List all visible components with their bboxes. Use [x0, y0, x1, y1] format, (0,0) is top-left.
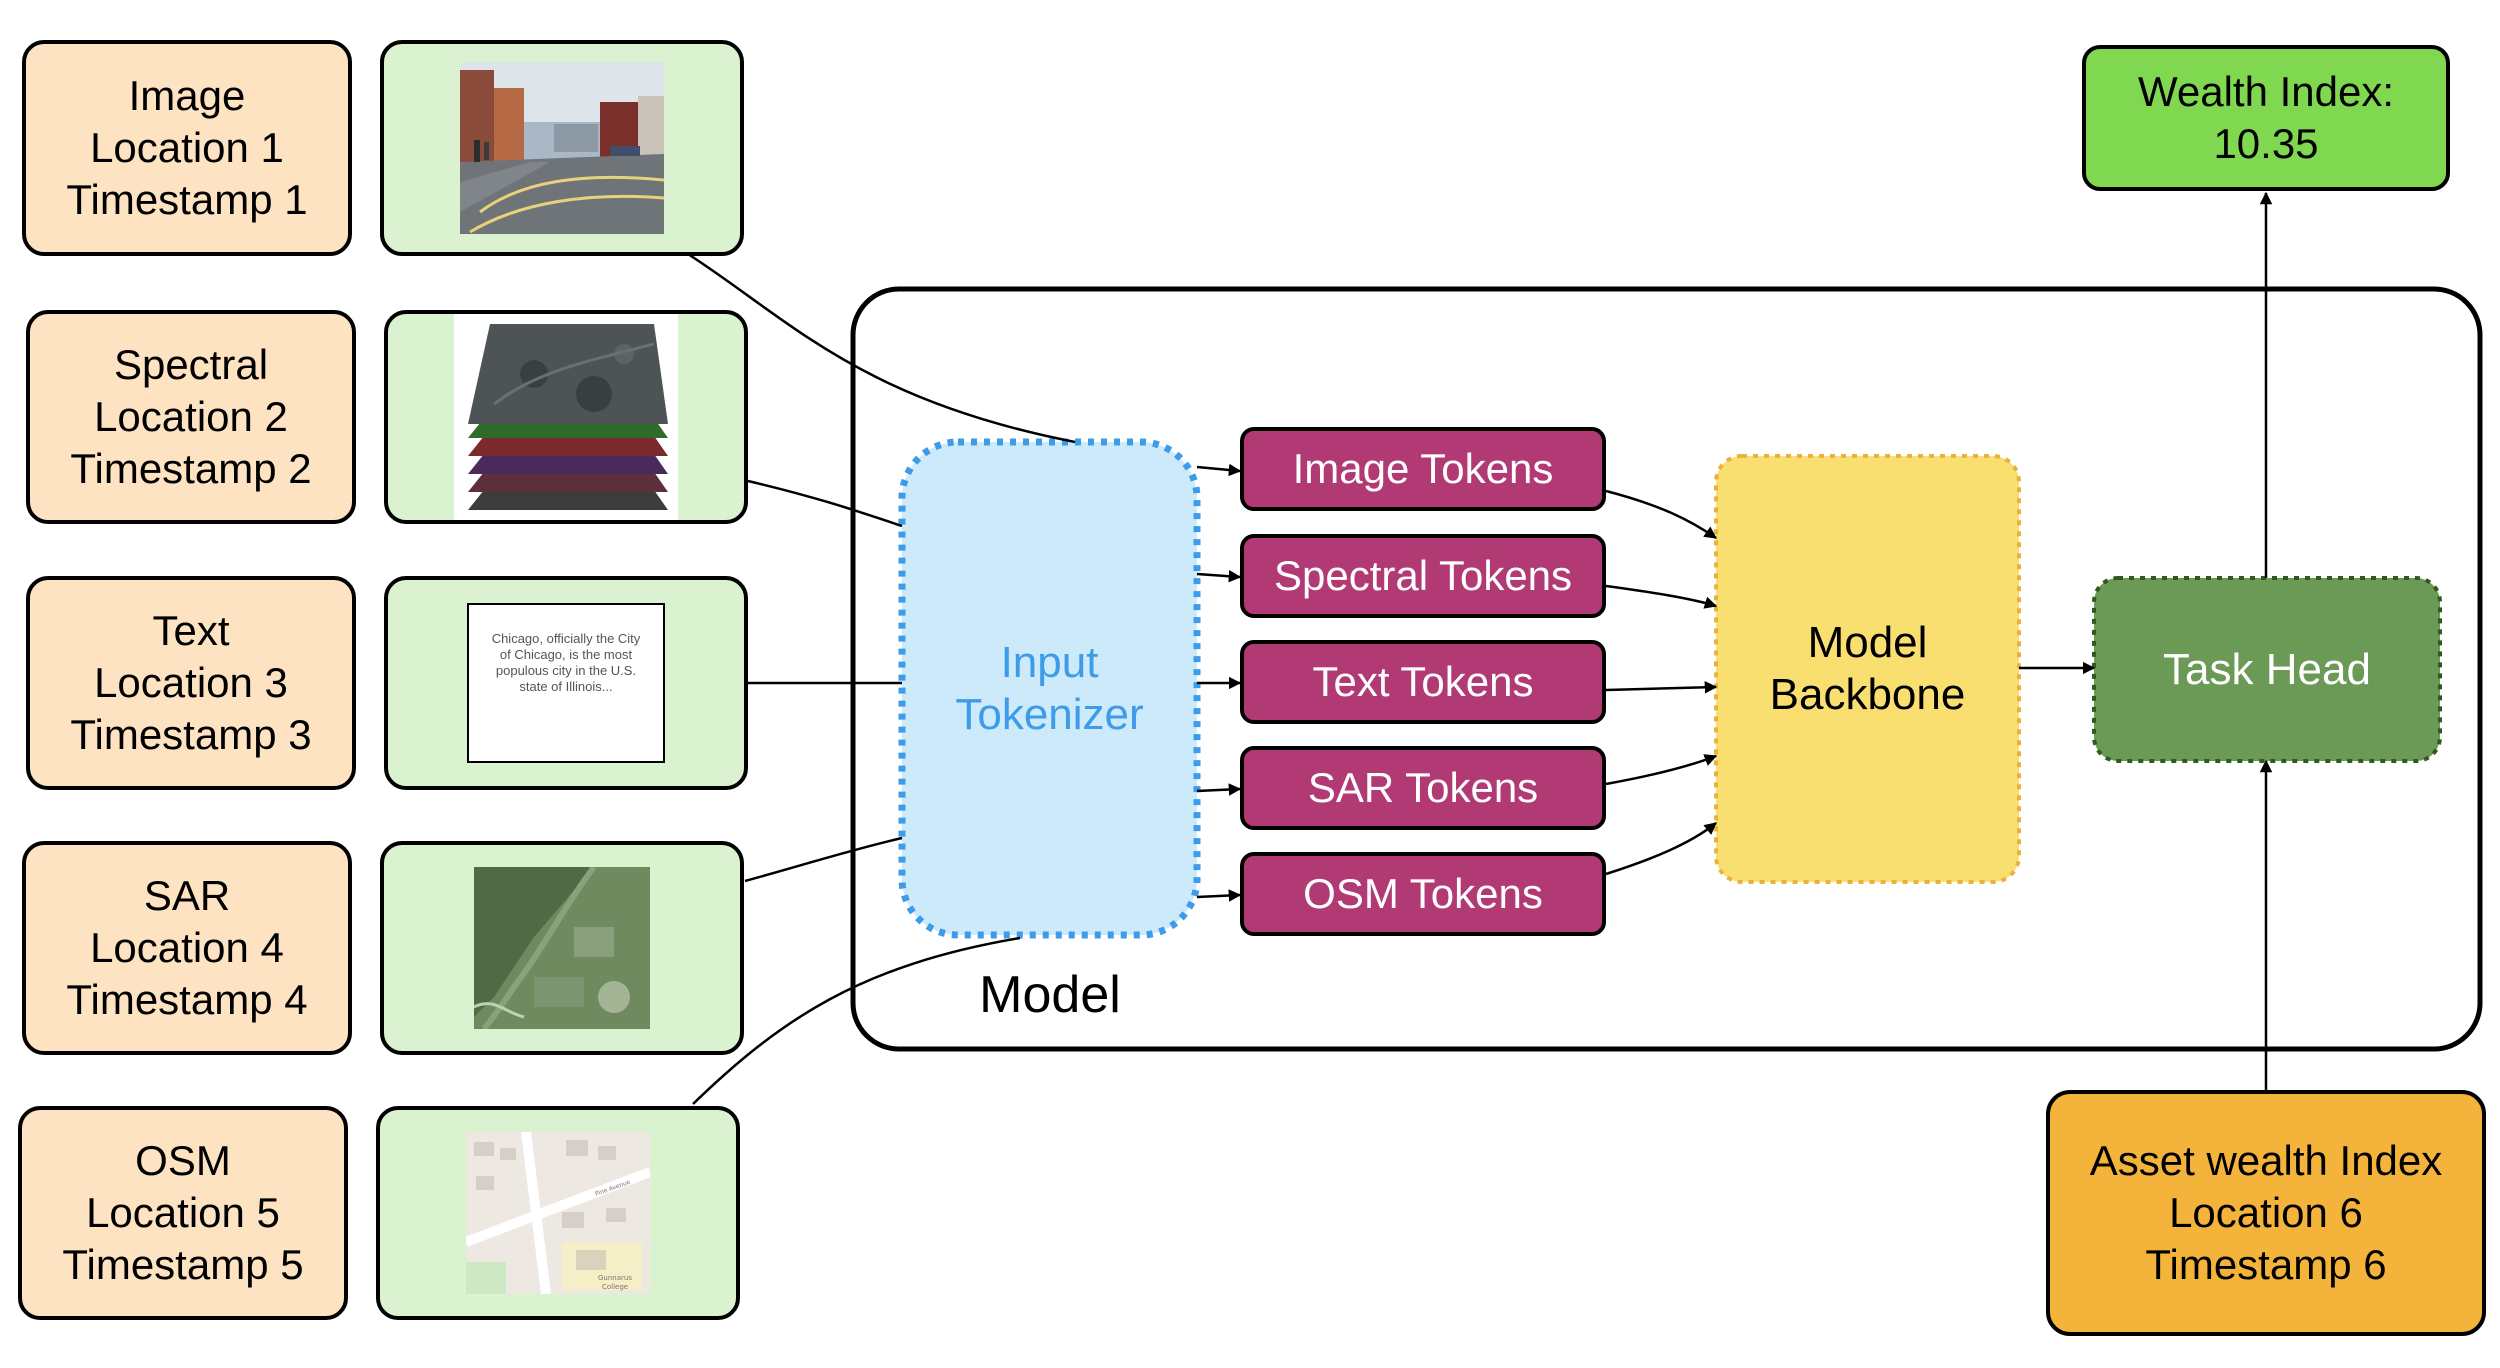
arrow-tokenizer-spectral-tokens [1196, 569, 1242, 583]
input-label-sar: SAR Location 4 Timestamp 4 [22, 841, 352, 1055]
sar-input-connector [744, 836, 903, 883]
thumbnail-frame-spectral [384, 310, 748, 524]
input-modality: OSM [135, 1137, 231, 1184]
token-label: OSM Tokens [1303, 870, 1543, 917]
target-location: Location 6 [2169, 1189, 2363, 1236]
wealth-index-output: Wealth Index: 10.35 [2082, 45, 2450, 191]
model-title-text: Model [979, 966, 1121, 1024]
sar-tokens-box: SAR Tokens [1240, 746, 1606, 830]
input-timestamp: Timestamp 1 [66, 176, 308, 223]
text-tokens-box: Text Tokens [1240, 640, 1606, 724]
input-modality: Image [128, 72, 246, 119]
model-backbone-label: Model Backbone [1716, 456, 2019, 882]
input-timestamp: Timestamp 2 [70, 445, 312, 492]
osm-input-connector [692, 936, 1021, 1105]
token-label: Text Tokens [1312, 658, 1534, 705]
thumbnail-frame-osm: Gunnarus College Pine Avenue [376, 1106, 740, 1320]
arrow-sar-tokens-backbone [1605, 754, 1718, 786]
token-label: Spectral Tokens [1273, 552, 1573, 599]
text-document-icon: Chicago, officially the City of Chicago,… [467, 603, 665, 763]
target-timestamp: Timestamp 6 [2145, 1241, 2387, 1288]
output-value: 10.35 [2213, 120, 2319, 167]
arrow-tokenizer-image-tokens [1196, 463, 1242, 477]
input-modality: Text [152, 607, 230, 654]
thumbnail-frame-image [380, 40, 744, 256]
arrow-spectral-tokens-backbone [1605, 584, 1718, 609]
output-label: Wealth Index: [2137, 68, 2395, 115]
input-location: Location 1 [90, 124, 284, 171]
osm-college-label: College [602, 1283, 628, 1291]
input-location: Location 4 [90, 924, 284, 971]
input-timestamp: Timestamp 5 [62, 1241, 304, 1288]
street-photo-icon [460, 62, 664, 234]
tokenizer-label-line: Tokenizer [955, 689, 1144, 739]
input-timestamp: Timestamp 3 [70, 711, 312, 758]
arrow-osm-tokens-backbone [1605, 822, 1717, 876]
image-input-connector [687, 252, 1076, 444]
osm-tokens-box: OSM Tokens [1240, 852, 1606, 936]
input-tokenizer-box [898, 438, 1201, 939]
spectral-input-connector [747, 479, 903, 528]
spectral-stack-icon [454, 314, 678, 520]
input-label-spectral: Spectral Location 2 Timestamp 2 [26, 310, 356, 524]
model-container [850, 286, 2483, 1052]
task-head-text: Task Head [2163, 644, 2371, 694]
input-location: Location 5 [86, 1189, 280, 1236]
target-name: Asset wealth Index [2089, 1137, 2443, 1184]
input-timestamp: Timestamp 4 [66, 976, 308, 1023]
input-modality: Spectral [113, 341, 269, 388]
task-head-label: Task Head [2094, 578, 2440, 761]
arrow-text-tokens-backbone [1605, 681, 1718, 694]
text-sample-line: populous city in the U.S. [495, 663, 637, 678]
osm-map-icon: Gunnarus College Pine Avenue [466, 1132, 650, 1294]
image-tokens-box: Image Tokens [1240, 427, 1606, 511]
text-sample-line: state of Illinois... [519, 679, 613, 694]
input-label-image: Image Location 1 Timestamp 1 [22, 40, 352, 256]
spectral-tokens-box: Spectral Tokens [1240, 534, 1606, 618]
sar-satellite-icon [474, 867, 650, 1029]
tokenizer-label-line: Input [1000, 637, 1099, 687]
task-head-box [2092, 576, 2442, 763]
token-label: SAR Tokens [1307, 764, 1539, 811]
input-label-text: Text Location 3 Timestamp 3 [26, 576, 356, 790]
input-modality: SAR [143, 872, 231, 919]
input-label-osm: OSM Location 5 Timestamp 5 [18, 1106, 348, 1320]
input-tokenizer-label: Input Tokenizer [902, 442, 1197, 935]
asset-wealth-target: Asset wealth Index Location 6 Timestamp … [2046, 1090, 2486, 1336]
thumbnail-frame-text: Chicago, officially the City of Chicago,… [384, 576, 748, 790]
token-label: Image Tokens [1292, 445, 1554, 492]
arrow-tokenizer-sar-tokens [1196, 783, 1242, 796]
arrow-image-tokens-backbone [1605, 489, 1718, 540]
backbone-label-line: Model [1807, 618, 1928, 667]
thumbnail-frame-sar [380, 841, 744, 1055]
backbone-label-line: Backbone [1769, 670, 1966, 719]
model-backbone-box [1714, 454, 2021, 884]
text-sample-line: of Chicago, is the most [499, 647, 633, 662]
text-sample-line: Chicago, officially the City [491, 631, 641, 646]
input-location: Location 2 [94, 393, 288, 440]
model-title: Model [960, 960, 1140, 1030]
input-location: Location 3 [94, 659, 288, 706]
arrow-tokenizer-osm-tokens [1196, 889, 1242, 902]
osm-college-label: Gunnarus [598, 1274, 632, 1282]
